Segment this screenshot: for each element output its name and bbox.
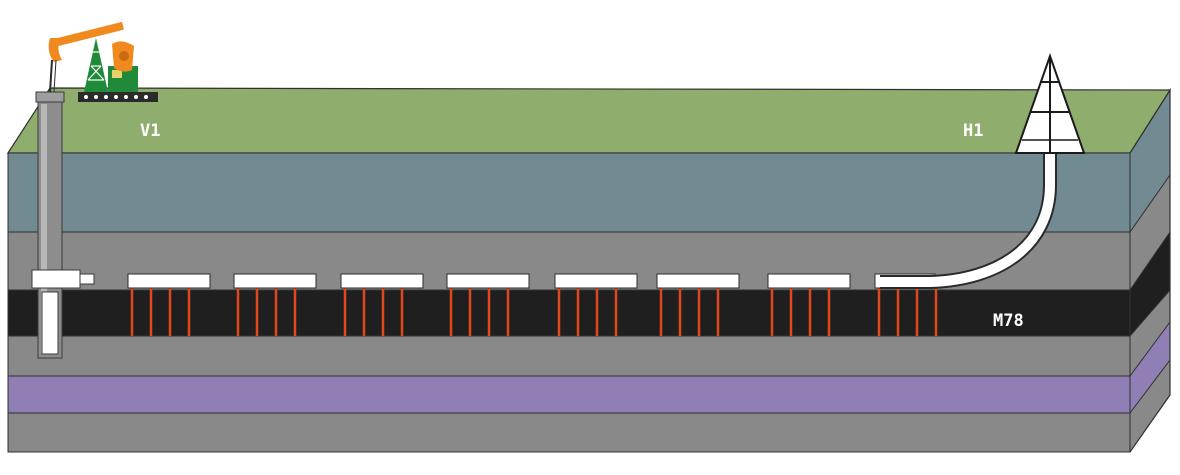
side-gray-layer-2 [1130, 290, 1170, 376]
lateral-segment [656, 273, 740, 289]
lateral-segment [554, 273, 638, 289]
lateral-segment [127, 273, 211, 289]
vertical-well-label: V1 [140, 121, 160, 141]
drilling-rig-icon [1014, 52, 1086, 154]
horizontal-well-label: H1 [963, 121, 983, 141]
side-gray-layer-1 [1130, 175, 1170, 290]
wellhead-cap [35, 91, 65, 103]
purple-layer [7, 375, 1131, 414]
ground-surface [6, 87, 1172, 154]
lateral-segment [233, 273, 317, 289]
lateral-segment [446, 273, 530, 289]
vertical-well-bottom [41, 291, 59, 355]
side-purple-layer [1130, 322, 1170, 413]
lateral-segment [340, 273, 424, 289]
side-coal-seam [1130, 232, 1170, 336]
pumpjack-icon [48, 21, 158, 102]
side-top-layer [1130, 90, 1170, 232]
horizontal-lateral [127, 273, 936, 289]
lateral-segment [767, 273, 851, 289]
fracture-group [130, 288, 938, 336]
coal-seam-label: M78 [993, 311, 1024, 331]
coal-seam-layer [7, 289, 1131, 337]
side-gray-layer-3 [1130, 360, 1170, 452]
gray-layer-2 [7, 335, 1131, 377]
gray-layer-3 [7, 412, 1131, 453]
cavity-connection [31, 269, 81, 289]
top-rock-layer [7, 152, 1131, 233]
